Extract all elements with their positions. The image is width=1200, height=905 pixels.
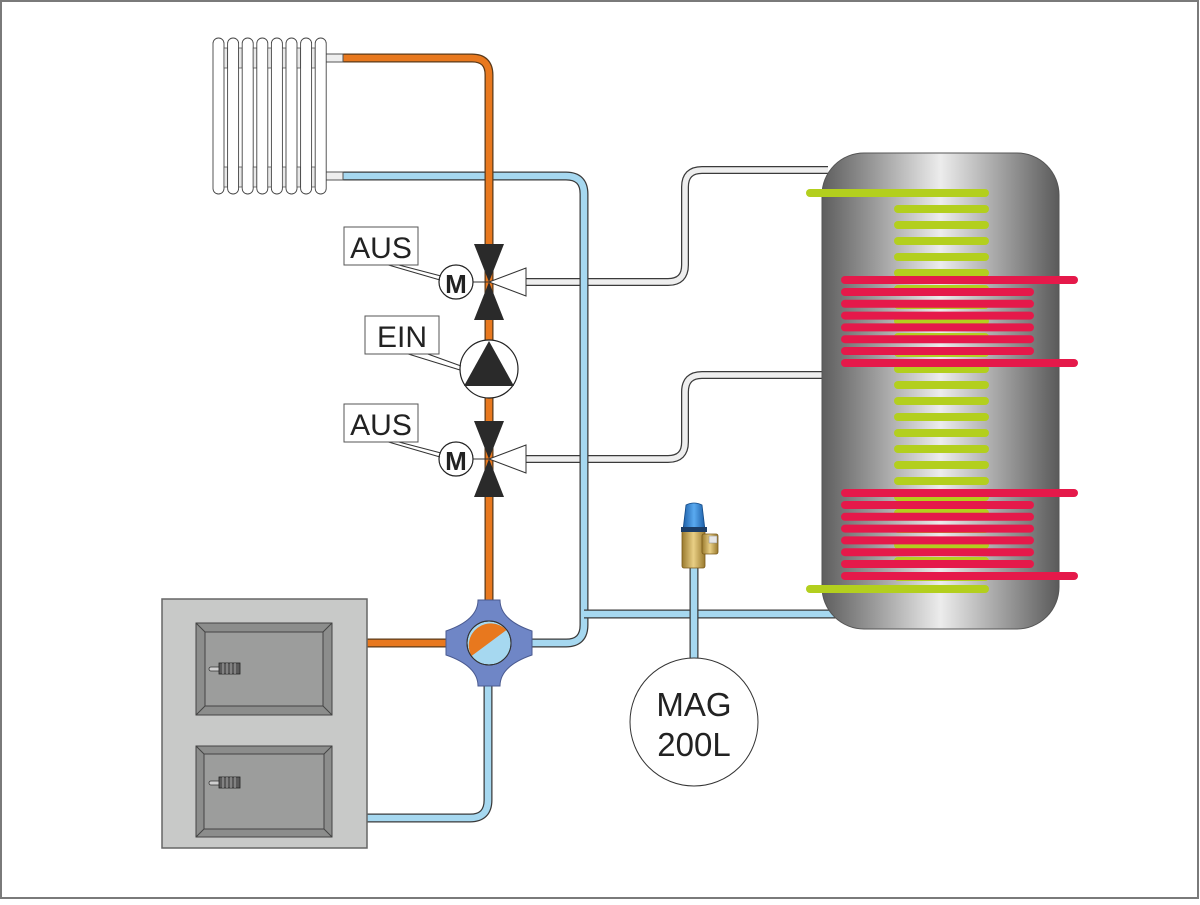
expansion-vessel-label-1: MAG <box>656 686 731 723</box>
radiator-connector <box>252 166 258 188</box>
valve-bottom-state-label: AUS <box>350 409 412 442</box>
radiator-connector <box>311 47 316 69</box>
valve-bottom-upper-wedge <box>474 421 504 459</box>
valve-top-label-box <box>343 226 419 266</box>
valve-top-state-label: AUS <box>350 232 412 265</box>
tank-to-top-valve-pipe <box>525 166 828 286</box>
tank-body <box>821 152 1060 630</box>
radiator-section <box>227 37 240 195</box>
radiator-section <box>314 37 327 195</box>
radiator-connector <box>223 166 228 188</box>
radiator-connector <box>267 47 272 69</box>
radiator-section <box>285 37 298 195</box>
radiator-section <box>256 37 269 195</box>
radiator <box>212 37 327 195</box>
radiator-section <box>241 37 254 195</box>
radiator-inlet-stub <box>325 53 344 63</box>
motor-symbol: M <box>445 446 467 476</box>
radiator-connector <box>238 166 243 188</box>
valve-bottom-lower-wedge <box>474 459 504 497</box>
radiator-connector <box>223 47 228 69</box>
valve-bottom-side-port <box>487 444 527 474</box>
safety-valve-body <box>681 529 706 569</box>
return-pipe-radiator <box>342 171 589 648</box>
radiator-connector <box>282 47 287 69</box>
valve-top-callout: AUS <box>343 226 442 281</box>
motor-icon <box>438 264 474 300</box>
supply-pipe <box>342 53 494 625</box>
valve-bottom-label-box <box>343 403 419 443</box>
expansion-vessel-label-2: 200L <box>657 726 730 763</box>
valve-top-upper-wedge <box>474 244 504 282</box>
door-handle-icon <box>208 662 241 675</box>
pump-state-label: EIN <box>377 321 427 354</box>
radiator-connector <box>238 47 243 69</box>
radiator-connector <box>252 47 258 69</box>
tank-coils <box>806 189 1078 593</box>
radiator-outlet-stub <box>325 171 344 181</box>
motor-symbol: M <box>445 269 467 299</box>
pump-arrow <box>464 341 514 386</box>
three-way-valve-top[interactable]: M <box>438 244 527 320</box>
valve-bottom-callout: AUS <box>343 403 442 458</box>
circulation-pump[interactable] <box>459 339 519 399</box>
mixer-supply-half <box>468 623 507 656</box>
boiler-door-lower[interactable] <box>195 745 333 838</box>
boiler <box>161 598 368 849</box>
expansion-vessel[interactable]: MAG 200L <box>629 657 759 787</box>
radiator-connector <box>267 166 272 188</box>
safety-valve-cap <box>682 502 706 531</box>
radiator-connector <box>282 166 287 188</box>
return-pipe-boiler <box>367 660 493 823</box>
pump-label-box <box>364 315 440 355</box>
radiator-connector <box>311 166 316 188</box>
expansion-vessel-circle <box>629 657 759 787</box>
radiator-connector <box>296 166 301 188</box>
radiator-section <box>212 37 225 195</box>
pump-callout: EIN <box>364 315 462 371</box>
buffer-tank[interactable] <box>806 152 1078 630</box>
three-way-valve-bottom[interactable]: M <box>438 421 527 497</box>
tank-to-bottom-valve-pipe <box>525 371 834 463</box>
valve-top-side-port <box>487 267 527 297</box>
radiator-section <box>270 37 283 195</box>
pipes <box>325 53 836 823</box>
safety-relief-valve[interactable] <box>681 502 719 569</box>
door-handle-icon <box>208 776 241 789</box>
radiator-section <box>300 37 313 195</box>
boiler-door-upper[interactable] <box>195 622 333 716</box>
radiator-connector <box>296 47 301 69</box>
motor-icon <box>438 441 474 477</box>
four-way-mixing-valve[interactable] <box>445 599 533 687</box>
valve-top-lower-wedge <box>474 282 504 320</box>
